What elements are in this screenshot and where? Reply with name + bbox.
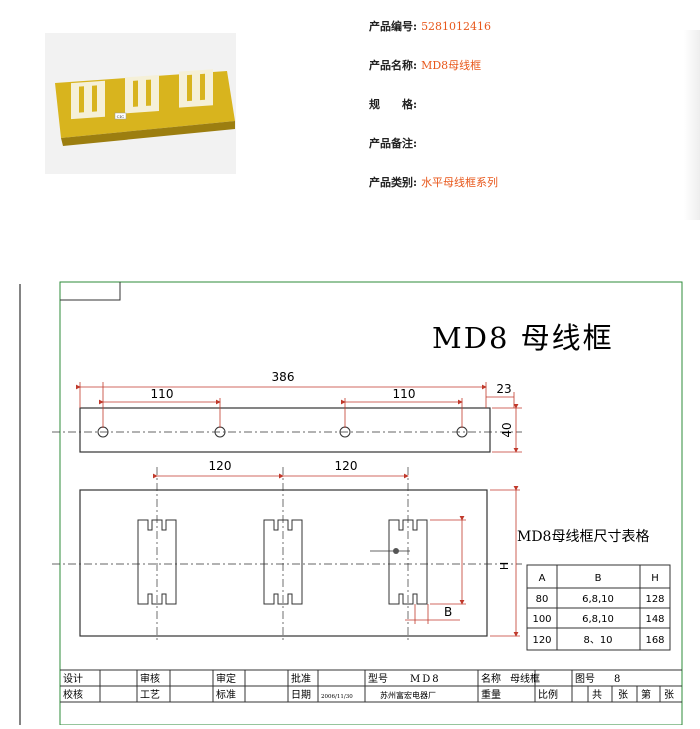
table-cell: 8、10: [583, 635, 612, 646]
product-code-row: 产品编号:5281012416: [369, 20, 491, 34]
tb-date-value: 2006/11/30: [321, 694, 353, 700]
dim-pitch-2: 120: [335, 459, 358, 473]
tb-name-label: 名称: [481, 672, 501, 685]
front-view-slots: [137, 519, 428, 605]
tb-name-value: 母线框: [510, 672, 540, 685]
tb-design: 设计: [63, 672, 83, 685]
product-spec-label: 规 格:: [369, 98, 418, 111]
title-block: [60, 669, 682, 703]
product-name-row: 产品名称:MD8母线框: [369, 59, 481, 73]
tb-scale: 比例: [538, 688, 558, 701]
product-code-value[interactable]: 5281012416: [421, 20, 492, 33]
tb-drawing-no-value: 8: [614, 674, 620, 685]
front-view-outline: [79, 489, 488, 637]
corner-box: [60, 282, 121, 301]
product-remark-row: 产品备注:: [369, 137, 421, 151]
table-cell: 6,8,10: [582, 614, 614, 625]
product-remark-label: 产品备注:: [369, 137, 418, 150]
table-cell: 168: [645, 635, 664, 646]
tb-weight: 重量: [481, 688, 501, 701]
dim-end: 23: [496, 382, 511, 396]
tb-sheet-2: 张: [664, 689, 674, 701]
tb-review: 审核: [140, 672, 160, 685]
tb-sheet-1: 张: [618, 689, 628, 701]
slot: [263, 519, 303, 605]
product-name-label: 产品名称:: [369, 59, 418, 72]
product-name-value[interactable]: MD8母线框: [421, 59, 482, 72]
dim-pitch-1: 120: [209, 459, 232, 473]
product-photo: CIC: [45, 33, 236, 174]
top-view-outline: [79, 407, 491, 453]
product-category-row: 产品类别:水平母线框系列: [369, 176, 498, 190]
photo-sticker: CIC: [117, 114, 125, 119]
tb-standard: 标准: [216, 689, 236, 701]
tb-drawing-no-label: 图号: [575, 673, 595, 685]
drawing-title: MD8 母线框: [432, 321, 614, 355]
table-cell: 6,8,10: [582, 594, 614, 605]
tb-total: 共: [592, 689, 602, 701]
table-cell: 120: [532, 635, 551, 646]
size-table: [526, 564, 671, 651]
tb-model-label: 型号: [368, 672, 388, 685]
tb-company: 苏州富宏电器厂: [380, 690, 436, 700]
table-title: MD8母线框尺寸表格: [517, 529, 649, 545]
product-code-label: 产品编号:: [369, 20, 418, 33]
product-category-label: 产品类别:: [369, 176, 418, 189]
tb-approve: 批准: [291, 672, 311, 685]
tb-no: 第: [641, 688, 651, 701]
tb-process: 工艺: [140, 689, 160, 701]
table-cell: 100: [532, 614, 551, 625]
table-header-b: B: [595, 573, 602, 584]
dim-H: H: [498, 562, 511, 570]
dim-total: 386: [272, 370, 295, 384]
center-mark: [393, 548, 399, 554]
table-header-h: H: [651, 573, 659, 584]
dim-B: B: [444, 605, 452, 619]
slot: [137, 519, 177, 605]
table-cell: 148: [645, 614, 664, 625]
table-cell: 80: [536, 594, 549, 605]
product-spec-row: 规 格:: [369, 98, 421, 112]
tb-check: 校核: [63, 688, 83, 701]
dim-left: 110: [151, 387, 174, 401]
table-cell: 128: [645, 594, 664, 605]
dim-height: 40: [500, 422, 514, 437]
table-header-a: A: [539, 573, 546, 584]
drawing-svg: MD8 母线框 386 110 110 23 40: [19, 281, 683, 726]
busbar-frame-image: CIC: [45, 33, 236, 174]
engineering-drawing: MD8 母线框 386 110 110 23 40: [0, 262, 700, 726]
product-category-value[interactable]: 水平母线框系列: [421, 176, 499, 189]
tb-date-label: 日期: [291, 689, 311, 701]
tb-model-value: MD8: [410, 674, 441, 685]
tb-approve-check: 审定: [216, 672, 236, 685]
slot: [388, 519, 428, 605]
dim-right: 110: [393, 387, 416, 401]
side-shadow: [684, 30, 700, 220]
